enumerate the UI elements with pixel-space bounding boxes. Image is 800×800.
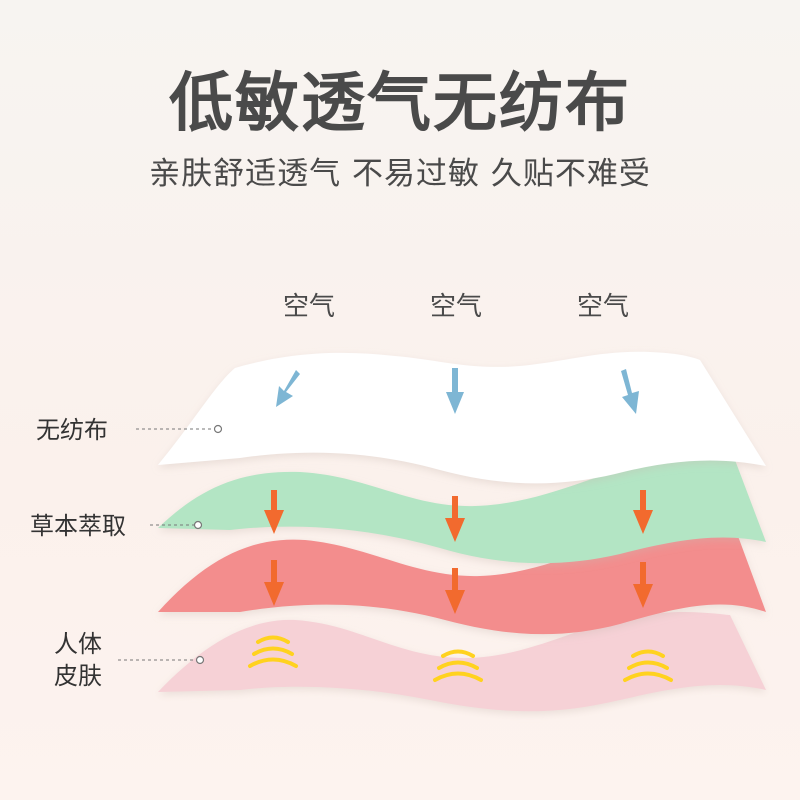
orange-arrow-5 — [445, 568, 465, 614]
heat-wave-1 — [248, 635, 298, 668]
orange-arrow-4 — [264, 560, 284, 606]
orange-arrow-6 — [633, 562, 653, 608]
heat-waves — [248, 635, 673, 682]
label-skin-line2: 皮肤 — [54, 662, 102, 690]
air-arrow-3 — [621, 369, 639, 414]
air-arrow-2 — [446, 368, 464, 414]
label-herbal: 草本萃取 — [30, 512, 126, 540]
heat-wave-2 — [433, 649, 483, 682]
page-title: 低敏透气无纺布 — [169, 67, 631, 141]
label-nonwoven: 无纺布 — [36, 416, 108, 444]
orange-arrow-2 — [445, 496, 465, 542]
heat-wave-3 — [623, 649, 673, 682]
page-subtitle: 亲肤舒适透气 不易过敏 久贴不难受 — [149, 156, 651, 192]
herbal-arrows — [264, 490, 653, 542]
air-label-3: 空气 — [577, 292, 630, 322]
air-label-1: 空气 — [283, 292, 336, 322]
leader-dots — [193, 424, 223, 665]
orange-arrow-3 — [633, 490, 653, 534]
air-arrows — [276, 368, 639, 414]
nonwoven-layer — [158, 351, 766, 484]
herbal-layer — [158, 457, 766, 564]
middle-arrows — [264, 560, 653, 614]
orange-arrow-1 — [264, 490, 284, 534]
leader-lines — [118, 428, 214, 661]
air-label-2: 空气 — [430, 292, 483, 322]
air-arrow-1 — [276, 370, 300, 407]
label-skin-line1: 人体 — [54, 630, 102, 658]
